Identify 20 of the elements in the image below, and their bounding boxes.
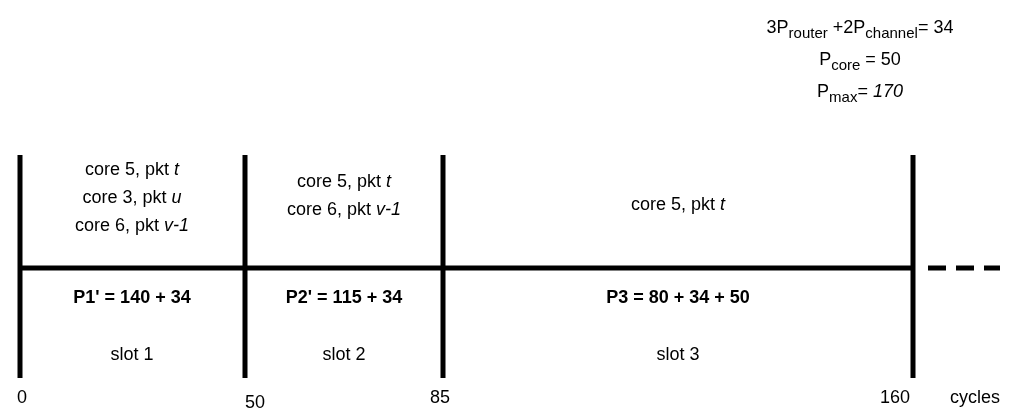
power-label: P3 = 80 + 34 + 50	[606, 288, 750, 308]
formula-text: P$_{max}$= 170	[817, 82, 903, 106]
slot-label: slot 3	[656, 345, 700, 365]
core-packet-label: core 5, pkt t	[296, 172, 392, 192]
formula-text: 3P$_{router}$ +2P$_{channel}$= 34	[766, 18, 954, 42]
tick-label: 85	[430, 388, 450, 408]
slot-label: slot 1	[110, 345, 154, 365]
core-packet-label: core 6, pkt v-1	[74, 216, 190, 236]
axis-label: cycles	[950, 388, 1000, 408]
core-packet-label: core 6, pkt v-1	[286, 200, 402, 220]
core-packet-label: core 5, pkt t	[84, 160, 180, 180]
core-packet-label: core 5, pkt t	[630, 195, 726, 215]
slot-label: slot 2	[322, 345, 366, 365]
formula-text: P$_{core}$ = 50	[819, 50, 901, 74]
tick-label: 0	[17, 388, 27, 408]
power-label: P2' = 115 + 34	[285, 288, 403, 308]
tick-label: 50	[245, 393, 265, 413]
tick-label: 160	[880, 388, 910, 408]
core-packet-label: core 3, pkt u	[82, 188, 182, 208]
power-label: P1' = 140 + 34	[73, 288, 191, 308]
